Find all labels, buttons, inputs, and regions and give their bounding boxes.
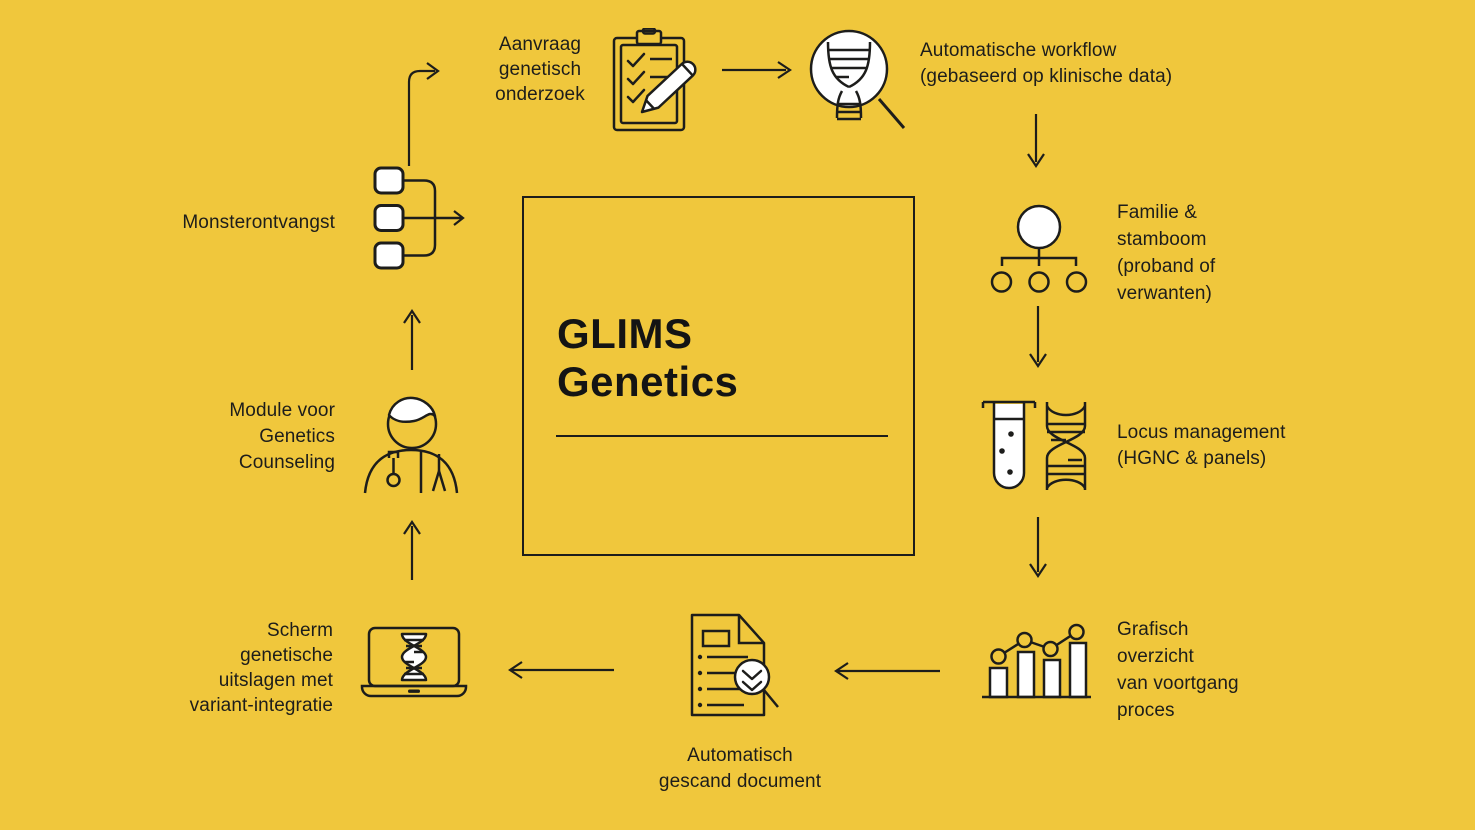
label-aanvraag: Aanvraag genetisch onderzoek <box>468 32 612 107</box>
label-line: Grafisch <box>1117 619 1189 640</box>
label-locus-management: Locus management (HGNC & panels) <box>1117 420 1337 472</box>
label-line: gescand document <box>658 771 822 792</box>
label-line: Monsterontvangst <box>182 212 335 233</box>
arrow-locus-to-grafisch <box>1029 517 1047 578</box>
label-line: verwanten) <box>1117 283 1212 304</box>
arrow-grafisch-to-document <box>834 662 940 680</box>
arrow-laptop-to-counseling <box>403 520 421 580</box>
label-line: proces <box>1117 700 1175 721</box>
label-line: onderzoek <box>495 84 585 105</box>
label-line: Genetics <box>259 426 335 447</box>
arrow-workflow-to-familie <box>1027 114 1045 168</box>
label-monsterontvangst: Monsterontvangst <box>135 210 335 236</box>
dna-magnifier-icon <box>809 29 906 129</box>
label-line: (proband of <box>1117 256 1216 277</box>
label-line: Module voor <box>229 400 335 421</box>
label-line: (gebaseerd op klinische data) <box>920 66 1173 87</box>
label-line: stamboom <box>1117 229 1207 250</box>
label-grafisch-overzicht: Grafisch overzicht van voortgang proces <box>1117 616 1297 724</box>
label-line: Counseling <box>238 452 335 473</box>
label-line: genetisch <box>498 59 582 80</box>
label-line: overzicht <box>1117 646 1194 667</box>
label-line: Automatisch <box>687 745 793 766</box>
barchart-icon <box>982 623 1091 699</box>
label-line: genetische <box>240 645 333 666</box>
arrow-document-to-laptop <box>508 661 614 679</box>
center-title-line-1: GLIMS <box>557 310 693 357</box>
center-box: GLIMS Genetics <box>522 196 915 556</box>
clipboard-pencil-icon <box>612 28 697 132</box>
label-line: Scherm <box>266 620 333 641</box>
label-line: van voortgang <box>1117 673 1239 694</box>
label-line: Aanvraag <box>498 34 582 55</box>
label-line: Automatische workflow <box>920 40 1117 61</box>
center-title-line-2: Genetics <box>557 358 739 405</box>
label-familie-stamboom: Familie & stamboom (proband of verwanten… <box>1117 199 1297 307</box>
label-genetics-counseling: Module voor Genetics Counseling <box>135 398 335 476</box>
center-title-underline <box>556 435 888 437</box>
label-line: Locus management <box>1117 422 1286 443</box>
label-line: Familie & <box>1117 202 1198 223</box>
scanned-document-icon <box>690 613 779 717</box>
center-title: GLIMS Genetics <box>557 310 738 406</box>
arrow-counseling-to-monster <box>403 309 421 370</box>
label-line: (HGNC & panels) <box>1117 448 1267 469</box>
label-automatische-workflow: Automatische workflow (gebaseerd op klin… <box>920 38 1200 90</box>
pedigree-icon <box>990 204 1088 293</box>
label-line: variant-integratie <box>189 695 333 716</box>
arrow-aanvraag-to-workflow <box>722 61 792 79</box>
sample-merge-icon <box>373 166 465 270</box>
doctor-icon <box>363 396 459 494</box>
label-line: uitslagen met <box>218 670 333 691</box>
arrow-familie-to-locus <box>1029 306 1047 368</box>
label-scherm-uitslagen: Scherm genetische uitslagen met variant-… <box>133 618 333 718</box>
testtube-dna-icon <box>981 400 1087 490</box>
arrow-monster-to-aanvraag <box>407 62 440 166</box>
laptop-dna-icon <box>360 626 468 698</box>
label-gescand-document: Automatisch gescand document <box>640 743 840 795</box>
